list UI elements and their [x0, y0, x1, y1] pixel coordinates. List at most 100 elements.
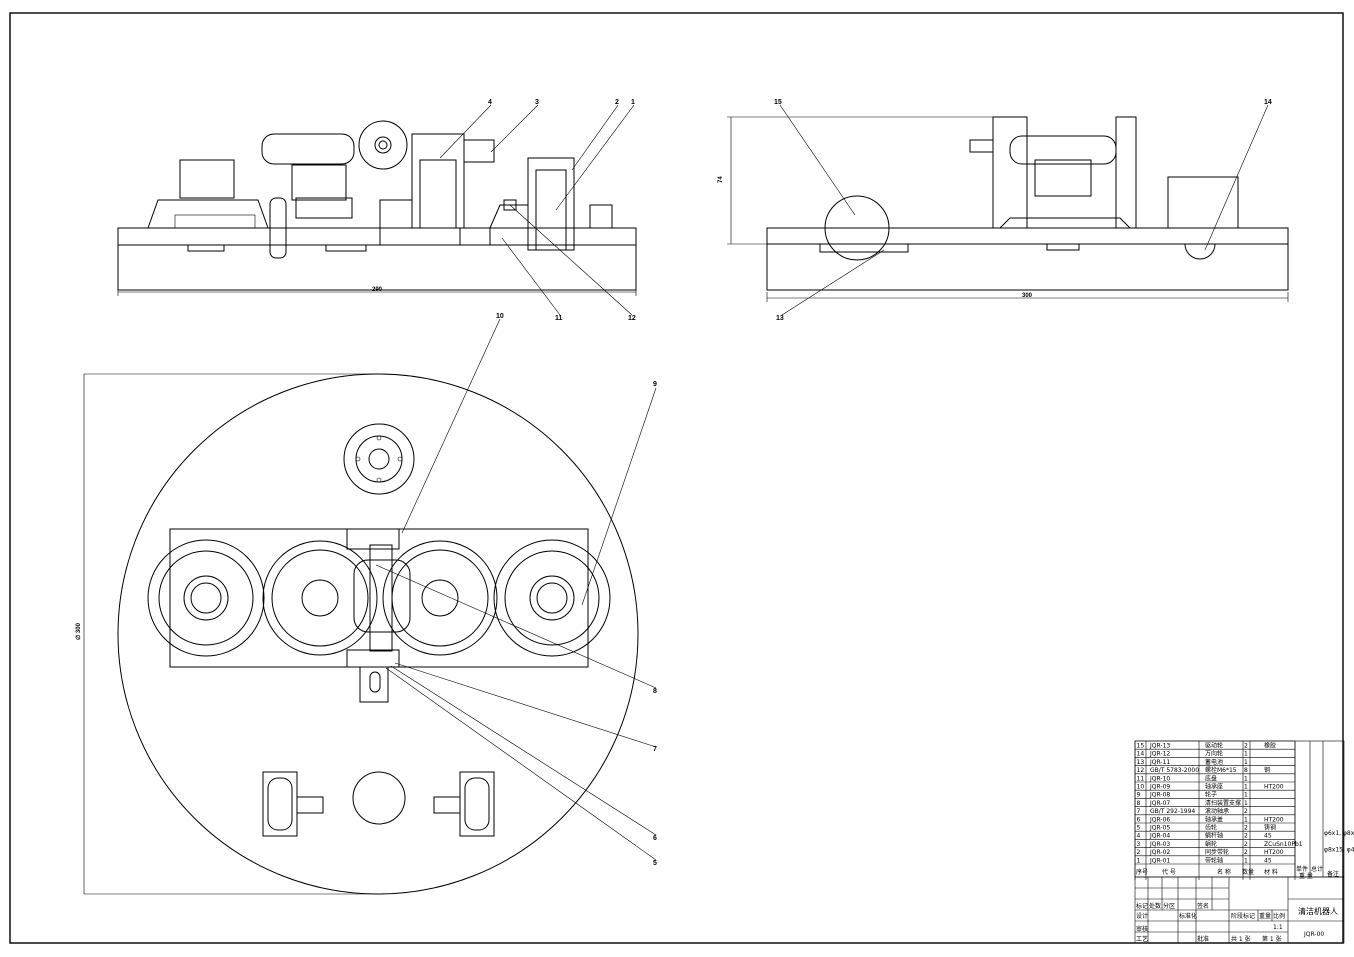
bom-row-code: JQR-02 [1149, 849, 1170, 856]
bom-row-qty: 1 [1244, 751, 1248, 758]
tb-approve: 批准 [1197, 935, 1209, 943]
bom-row-name: 轴承座 [1205, 783, 1223, 791]
bom-row-no: 5 [1137, 825, 1141, 832]
bom-row-qty: 1 [1244, 759, 1248, 766]
bom-header-unit: 单件 [1296, 865, 1308, 873]
bom-row-no: 9 [1137, 792, 1141, 799]
bom-header-remark: 备注 [1327, 870, 1339, 878]
bom-row-qty: 2 [1244, 825, 1248, 832]
tb-std: 标准化 [1179, 912, 1197, 920]
callout-5: 5 [653, 860, 657, 867]
bom-row-name: 轮子 [1205, 791, 1217, 799]
bom-row-no: 14 [1137, 751, 1145, 758]
bom-row-no: 7 [1137, 808, 1141, 815]
callout-13: 13 [776, 315, 784, 322]
bom-side-note: φ6x1, φ8x1 [1324, 830, 1354, 837]
bom-row-material: 45 [1264, 857, 1272, 864]
title-block: 标记 处数 分区 签名 设计 标准化 审核 工艺 批准 阶段标记 重量 比例 1… [1134, 876, 1345, 944]
bom-row-name: 轴承盖 [1205, 815, 1223, 823]
bom-row-code: JQR-12 [1149, 751, 1170, 758]
bom-row-qty: 1 [1244, 800, 1248, 807]
bom-row-name: 带轮轴 [1205, 856, 1223, 864]
bom-row-qty: 2 [1244, 841, 1248, 848]
bom-row-code: JQR-04 [1149, 833, 1170, 840]
tb-drawing-no: JQR-00 [1303, 931, 1324, 938]
bom-header-weight: 重 量 [1299, 872, 1313, 880]
bom-row-qty: 1 [1244, 775, 1248, 782]
tb-mark: 标记 [1136, 902, 1148, 910]
callout-3: 3 [535, 99, 539, 106]
bom-row-material: 铸钢 [1264, 824, 1276, 832]
plan-view: ∅ 300 [75, 313, 657, 895]
bom-header-name: 名 称 [1217, 868, 1231, 876]
bom-row-name: 蜗杆轴 [1205, 832, 1223, 840]
plan-diameter-dim: ∅ 300 [75, 622, 82, 640]
tb-sheet-no: 第 1 张 [1262, 935, 1282, 943]
side-view: 74 300 15 14 13 [718, 99, 1289, 322]
callout-8: 8 [653, 688, 657, 695]
tb-scale-value: 1:1 [1273, 924, 1283, 931]
bom-row-qty: 8 [1244, 767, 1248, 774]
tb-weight-label: 重量 [1259, 912, 1271, 920]
bom-row-code: JQR-07 [1149, 800, 1170, 807]
drive-wheel [824, 195, 890, 261]
bom-row-name: 滚动轴承 [1205, 807, 1229, 815]
bom-row-code: JQR-11 [1149, 759, 1170, 766]
tb-sheets-total: 共 1 张 [1231, 935, 1251, 943]
callout-7: 7 [653, 746, 657, 753]
bom-row-qty: 2 [1244, 743, 1248, 750]
bom-row-material: HT200 [1264, 784, 1284, 791]
bom-row-no: 2 [1137, 849, 1141, 856]
bom-row-material: ZCuSn10Pb1 [1264, 841, 1303, 848]
callout-6: 6 [653, 835, 657, 842]
tb-design: 设计 [1136, 912, 1148, 920]
tb-stage-label: 阶段标记 [1231, 912, 1255, 920]
bom-row-name: 万向轮 [1205, 750, 1223, 758]
bom-row-name: 驱动轮 [1205, 742, 1223, 750]
bom-row-no: 8 [1137, 800, 1141, 807]
tb-process: 工艺 [1136, 935, 1148, 943]
tb-scale-label: 比例 [1273, 912, 1285, 920]
bom-row-name: 底盘 [1205, 774, 1217, 782]
bom-row-material: HT200 [1264, 849, 1284, 856]
bom-row-no: 12 [1137, 767, 1145, 774]
bom-row-no: 1 [1137, 857, 1141, 864]
tb-count: 处数 [1149, 902, 1161, 910]
bom-row-name: 齿轮 [1205, 824, 1217, 832]
bom-row-qty: 1 [1244, 857, 1248, 864]
bom-row-name: 同步带轮 [1205, 848, 1229, 856]
callout-10: 10 [496, 313, 504, 320]
bom-row-code: JQR-01 [1149, 857, 1170, 864]
callout-11: 11 [555, 315, 563, 322]
bom-row-code: JQR-13 [1149, 743, 1170, 750]
bom-row-material: 钢 [1264, 766, 1270, 774]
bom-row-code: JQR-10 [1149, 775, 1170, 782]
bom-row-no: 6 [1137, 816, 1141, 823]
front-width-dim: 290 [372, 287, 383, 293]
side-height-dim: 74 [718, 176, 724, 183]
bom-row-code: JQR-09 [1149, 784, 1170, 791]
bom-header-material: 材 料 [1264, 868, 1278, 876]
bom-header-no: 序号 [1136, 868, 1148, 876]
bom-row-code: GB/T 292-1994 [1150, 808, 1195, 815]
bom-header-code: 代 号 [1162, 868, 1176, 876]
bom-side-note: φ8x15, φ4x15 [1324, 847, 1354, 854]
tb-check: 审核 [1136, 925, 1148, 933]
bom-row-code: JQR-06 [1149, 816, 1170, 823]
bom-row-qty: 2 [1244, 849, 1248, 856]
bom-row-material: 45 [1264, 833, 1272, 840]
callout-14: 14 [1264, 99, 1272, 106]
callout-15: 15 [774, 99, 782, 106]
tb-sign: 签名 [1197, 902, 1209, 910]
bom-row-no: 4 [1137, 833, 1141, 840]
bom-row-code: JQR-05 [1149, 825, 1170, 832]
bom-row-code: JQR-08 [1149, 792, 1170, 799]
sheet-frame [9, 12, 1344, 944]
bom-row-qty: 1 [1244, 792, 1248, 799]
bom-row-material: HT200 [1264, 816, 1284, 823]
chassis-disc [117, 373, 639, 895]
bom-row-qty: 1 [1244, 816, 1248, 823]
tb-product-name: 清洁机器人 [1298, 906, 1338, 916]
bom-row-name: 清扫装置支撑 [1205, 799, 1241, 807]
